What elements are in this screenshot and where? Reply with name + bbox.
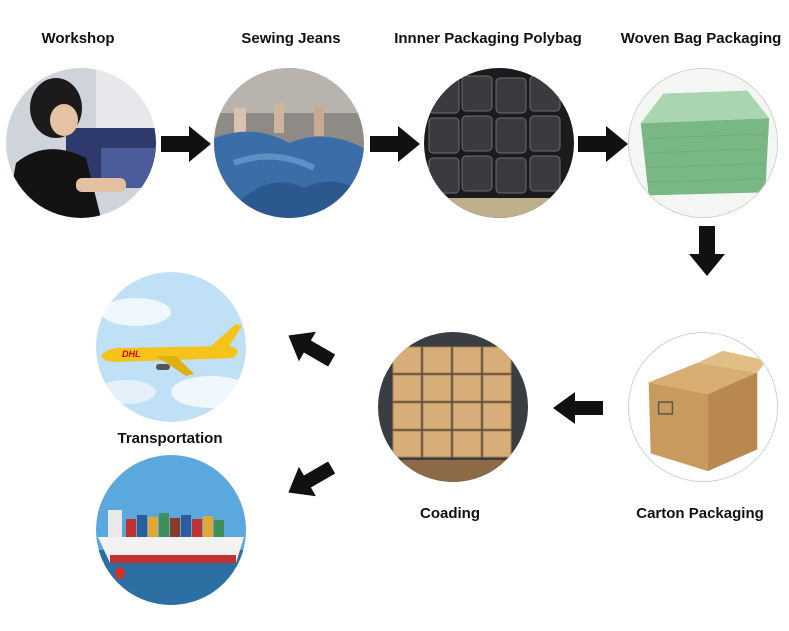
arrow-left-1 [553, 392, 603, 424]
woven-bag-photo [628, 68, 778, 218]
label-woven-bag: Woven Bag Packaging [620, 30, 782, 47]
airplane-photo: DHL [96, 272, 246, 422]
cargo-ship-photo [96, 455, 246, 605]
label-carton-packaging: Carton Packaging [636, 505, 764, 522]
label-coading: Coading [420, 505, 480, 522]
label-transportation: Transportation [117, 430, 223, 447]
arrow-right-2 [370, 126, 420, 162]
arrow-right-1 [161, 126, 211, 162]
arrow-right-3 [578, 126, 628, 162]
arrow-down [689, 226, 725, 276]
sewing-jeans-photo [214, 68, 364, 218]
coading-photo [378, 332, 528, 482]
label-sewing-jeans: Sewing Jeans [241, 30, 341, 47]
arrow-up-left [285, 330, 335, 366]
label-workshop: Workshop [41, 30, 115, 47]
arrow-down-left [285, 462, 335, 498]
inner-polybag-photo [424, 68, 574, 218]
carton-photo [628, 332, 778, 482]
label-inner-packaging: Innner Packaging Polybag [394, 30, 582, 47]
svg-text:DHL: DHL [122, 349, 141, 359]
workshop-photo [6, 68, 156, 218]
